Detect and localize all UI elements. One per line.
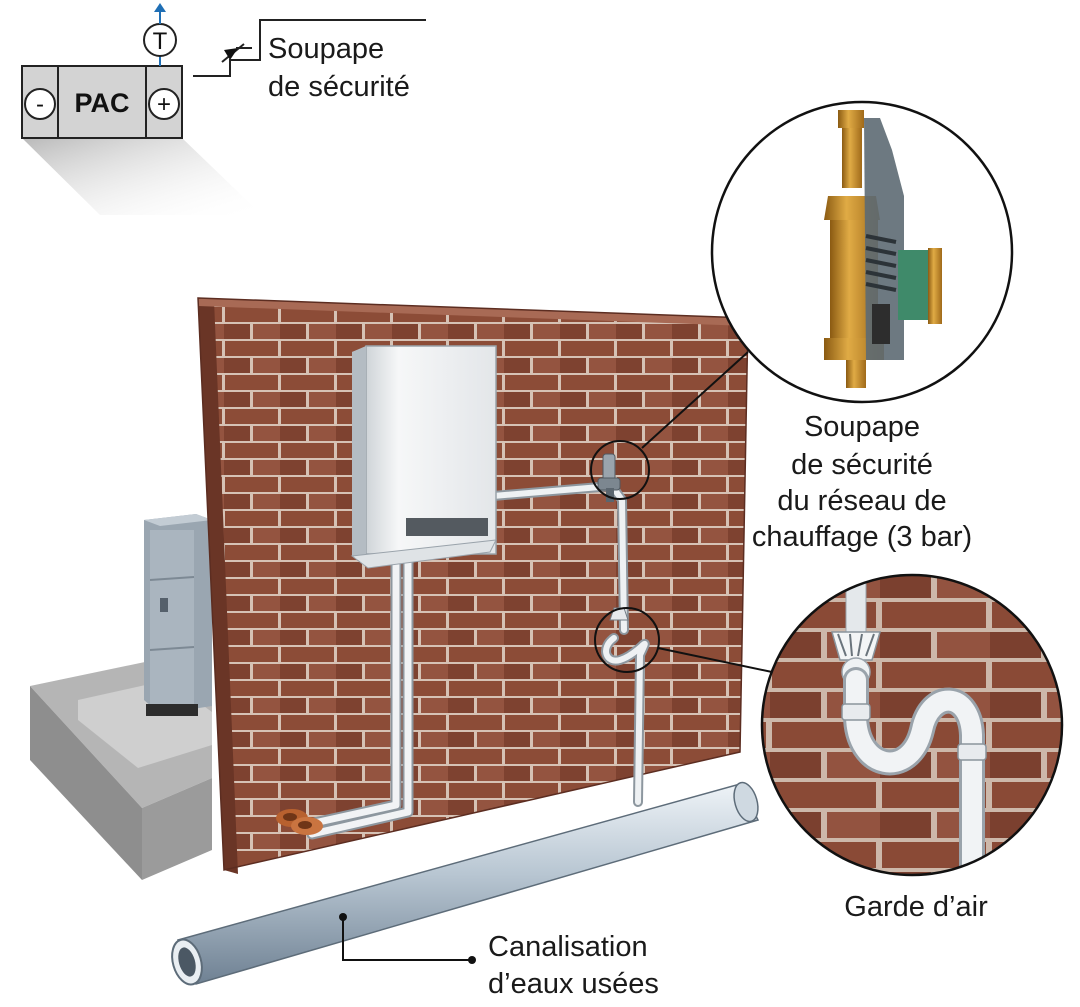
safety-valve-symbol-icon [221,43,252,63]
safety-valve-label-line-3: du réseau de [777,485,946,517]
copper-pipe-stubs [276,809,323,835]
schematic-shadow [22,138,262,215]
flow-arrow-icon [154,3,166,12]
schematic-valve-label-2: de sécurité [268,71,410,103]
wall-mounted-boiler [350,345,497,569]
sensor-symbol: T [153,28,168,55]
sewer-pipe [171,781,760,986]
valve-leader-line [641,351,749,449]
schematic-valve-label-1: Soupape [268,33,384,65]
safety-valve-zoom [710,100,1014,404]
brick-wall [197,297,749,874]
sewer-label-line-2: d’eaux usées [488,968,659,1000]
minus-terminal [24,88,56,120]
safety-valve-label-line-2: de sécurité [791,449,933,481]
pac-schematic: - + PAC T Soupape de sécurité [21,3,426,215]
valve-highlight-circle [590,440,650,500]
air-trap-highlight-circle [594,607,660,673]
air-trap-label: Garde d’air [844,891,988,923]
pac-unit-label: PAC [74,88,129,118]
minus-symbol: - [36,91,44,118]
safety-valve-label-line-1: Soupape [804,411,920,443]
plus-symbol: + [157,91,171,118]
sewer-label-line-1: Canalisation [488,931,648,963]
valve-connection-line [193,19,426,77]
sewer-callout: Canalisation d’eaux usées [339,913,659,1000]
wall-safety-valve [597,453,621,502]
safety-valve-label-line-4: chauffage (3 bar) [752,521,972,553]
air-trap-leader-line [657,647,773,673]
safety-valve-label: Soupape de sécurité du réseau de chauffa… [752,411,972,553]
heat-pump-outdoor-unit [144,514,212,716]
heating-pipes [299,481,650,840]
plus-terminal [148,88,180,120]
air-trap-zoom [760,573,1064,877]
